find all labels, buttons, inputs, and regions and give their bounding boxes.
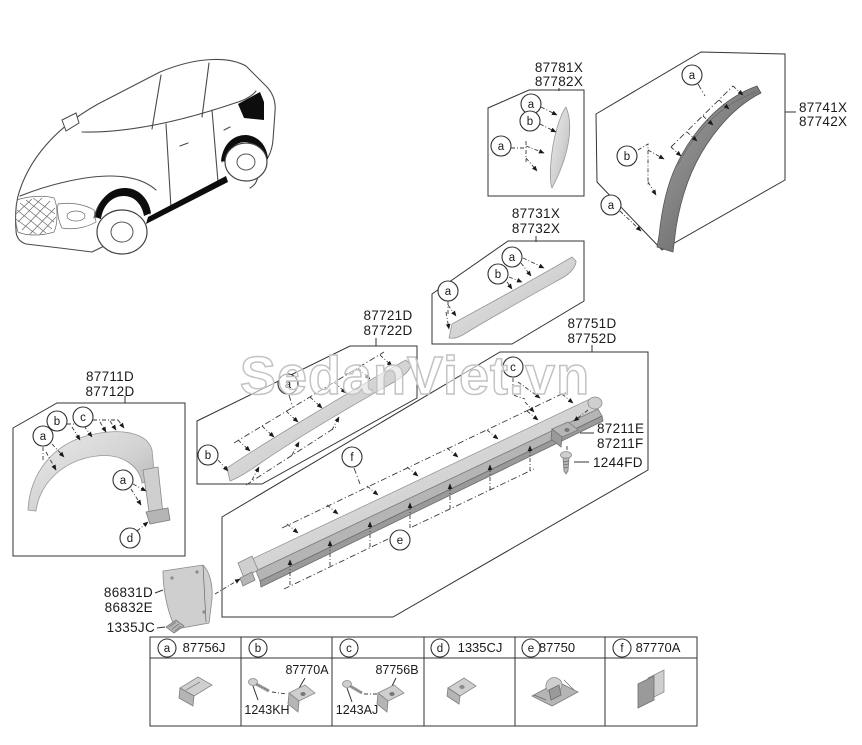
callout-a: a [445,286,452,298]
mud-guard-group: 86831D 86832E 1335JC [104,564,241,635]
car-rear-arch-accent [221,135,268,162]
callout-b: b [495,269,501,281]
callout-c: c [510,362,516,374]
callout-a: a [509,252,516,264]
box-rear-wheel-arch-87741x: 87741X 87742X a b a [595,51,847,253]
car-grille [15,195,58,236]
callout-b: b [54,416,60,428]
legend-part-87756j: 87756J [183,640,226,655]
callout-b: b [205,450,211,462]
callout-a: a [689,70,696,82]
part-label-87782x: 87782X [535,74,583,89]
part-sill-end-clip [237,555,259,579]
legend-icon-clip-d [446,677,477,705]
callout-a: a [120,475,127,487]
callout-c: c [80,412,86,424]
clip-label-1335jc: 1335JC [107,620,155,635]
screw-1244fd [560,451,572,475]
car-sill-accent [146,176,228,224]
legend-letter-d: d [437,643,443,655]
screw-label-1244fd: 1244FD [593,455,643,470]
callout-a: a [40,431,47,443]
part-side-sill-lip [259,415,604,588]
legend-part-87750: 87750 [539,640,575,655]
part-label-87781x: 87781X [535,60,583,75]
legend-letter-a: a [164,643,171,655]
legend-bracket-label-87770a: 87770A [285,663,329,677]
part-label-87742x: 87742X [799,114,847,129]
part-label-87721d: 87721D [363,308,412,323]
car-front-arch-accent [95,188,151,219]
part-front-door-moulding [226,359,412,482]
callout-b: b [624,151,630,163]
watermark-text: SedanViet.vn [240,346,590,406]
car-front-wheel [96,209,148,255]
legend-screw-label-1243aj: 1243AJ [336,703,378,717]
part-label-87731x: 87731X [512,206,560,221]
legend-icon-clip-e [531,677,579,707]
legend-screw-label-1243kh: 1243KH [244,703,289,717]
car-rear-pillar-trim [238,92,264,120]
legend-icon-clip-f [637,669,665,709]
box-rear-garnish-87781x: 87781X 87782X a b a [487,60,585,197]
box-front-wheel-arch-87711d: 87711D 87712D a b c a d [12,369,186,557]
mudguard-label-86831d: 86831D [104,585,153,600]
part-label-87722d: 87722D [363,323,412,338]
box-rear-door-moulding-87731x: 87731X 87732X a b a [431,206,585,345]
part-mud-guard [162,564,213,630]
callout-f: f [350,452,354,464]
legend-icon-clip-a [178,676,213,707]
bracket-label-87211e: 87211E [597,421,644,436]
car-headlight [57,202,97,230]
car-illustration [15,58,276,255]
legend-part-1335cj: 1335CJ [458,640,503,655]
legend-letter-b: b [255,643,261,655]
bracket-label-87211f: 87211F [597,436,644,451]
callout-a: a [608,200,615,212]
part-rear-garnish [550,106,571,189]
legend-table: a 87756J b c d 1335CJ e 87750 f 87770A 8… [149,636,698,727]
part-rear-wheel-arch-moulding [656,85,762,253]
legend-letter-c: c [346,643,352,655]
mudguard-label-86832e: 86832E [105,600,153,615]
car-rear-wheel [224,142,268,182]
part-label-87752d: 87752D [567,331,616,346]
callout-b: b [527,116,533,128]
legend-part-87770a-f: 87770A [636,640,681,655]
part-label-87751d: 87751D [567,316,616,331]
legend-letter-e: e [528,643,534,655]
callout-a: a [498,141,505,153]
part-side-sill-mid [255,408,603,582]
legend-icon-screw-bracket-b: 87770A 1243KH [244,663,329,717]
part-label-87712d: 87712D [85,384,134,399]
part-label-87711d: 87711D [86,369,134,384]
part-rear-door-moulding [448,256,577,339]
legend-letter-f: f [620,643,624,655]
callout-d: d [127,533,133,545]
legend-bracket-label-87756b: 87756B [375,663,418,677]
part-label-87732x: 87732X [512,221,560,236]
callout-a: a [285,379,292,391]
box-side-sill-moulding-87751d: 87751D 87752D c f e [221,316,649,618]
legend-icon-screw-bracket-c: 87756B 1243AJ [336,663,419,717]
callout-a: a [528,99,535,111]
car-mirror [61,112,80,132]
part-label-87741x: 87741X [799,100,847,115]
callout-e: e [397,535,403,547]
box-front-door-moulding-87721d: 87721D 87722D a b [196,308,418,486]
